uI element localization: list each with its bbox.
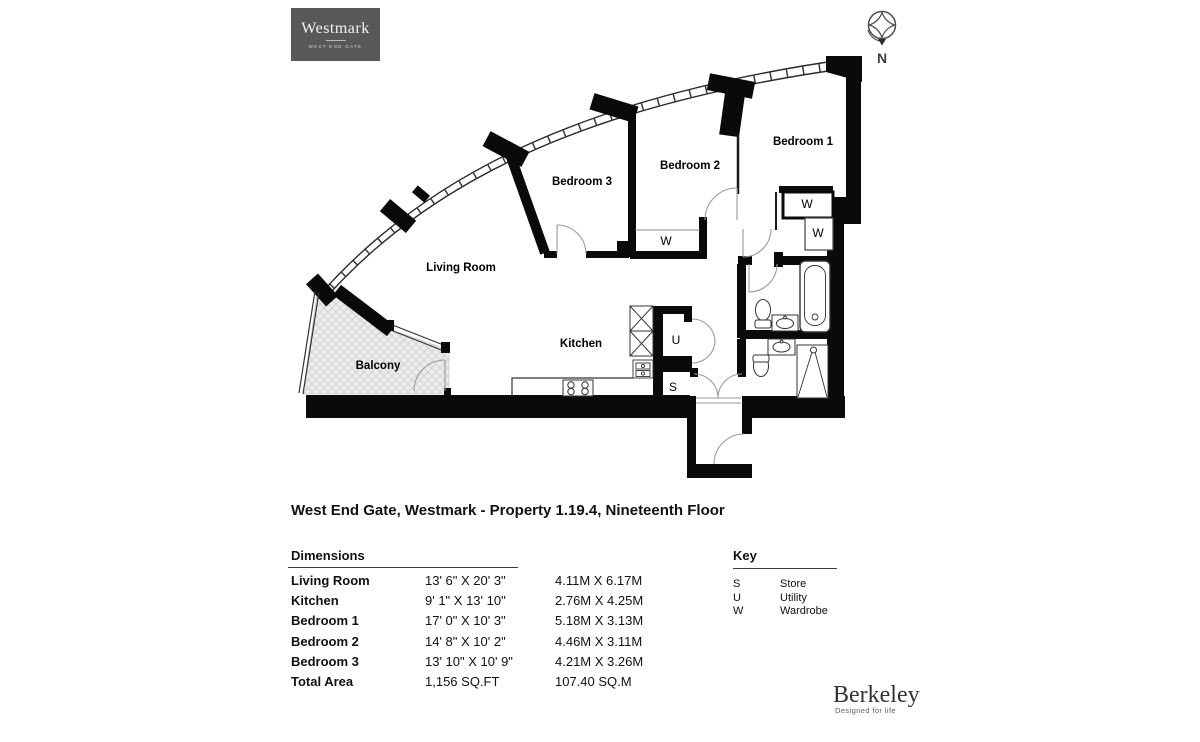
room-label-bedroom3: Bedroom 3: [551, 176, 613, 188]
marker-wardrobe-bedroom1b: W: [812, 226, 824, 240]
kitchen-counter: [511, 377, 633, 395]
balcony-railing: [298, 290, 447, 395]
marker-utility: U: [671, 333, 681, 347]
row-room: Bedroom 3: [291, 653, 359, 669]
key-legend: Key S Store U Utility W Wardrobe: [733, 548, 853, 619]
diagonal-walls: [333, 155, 550, 337]
key-code: W: [733, 605, 744, 618]
berkeley-logo-name: Berkeley: [833, 682, 920, 708]
row-metric: 2.76M X 4.25M: [555, 593, 644, 609]
floor-plan: Bedroom 1 Bedroom 2 Bedroom 3 Living Roo…: [280, 50, 880, 490]
row-imperial: 13' 6" X 20' 3": [425, 573, 506, 588]
compass-icon: [867, 10, 897, 46]
row-metric: 4.21M X 3.26M: [555, 653, 644, 669]
basin2-icon: [767, 338, 796, 356]
tall-units-icon: [629, 305, 654, 357]
table-row: Kitchen 9' 1" X 13' 10" 2.76M X 4.25M: [288, 591, 658, 611]
room-label-kitchen: Kitchen: [559, 338, 603, 350]
marker-wardrobe-bedroom2: W: [660, 234, 672, 248]
westmark-logo-subtitle: WEST END GATE: [308, 44, 363, 49]
berkeley-logo-tagline: Designed for life: [835, 706, 896, 715]
room-label-balcony: Balcony: [355, 360, 401, 372]
row-room: Living Room: [291, 573, 370, 588]
row-imperial: 17' 0" X 10' 3": [425, 613, 506, 629]
table-row: Bedroom 2 14' 8" X 10' 2" 4.46M X 3.11M: [288, 632, 658, 652]
wardrobe-boxes: [781, 190, 835, 251]
key-item: W Wardrobe: [733, 605, 853, 619]
key-item: U Utility: [733, 592, 853, 606]
table-row: Bedroom 3 13' 10" X 10' 9" 4.21M X 3.26M: [288, 652, 658, 672]
compass-north-label: N: [876, 50, 888, 66]
table-row: Living Room 13' 6" X 20' 3" 4.11M X 6.17…: [288, 571, 658, 591]
row-imperial: 14' 8" X 10' 2": [425, 633, 506, 649]
row-imperial: 13' 10" X 10' 9": [425, 653, 513, 669]
westmark-logo: Westmark WEST END GATE: [291, 8, 380, 61]
key-label: Wardrobe: [780, 605, 828, 618]
table-row: Bedroom 1 17' 0" X 10' 3" 5.18M X 3.13M: [288, 611, 658, 631]
room-label-living-room: Living Room: [426, 262, 496, 274]
row-imperial: 9' 1" X 13' 10": [425, 593, 506, 609]
row-metric: 4.11M X 6.17M: [555, 573, 643, 588]
hob-icon: [562, 379, 594, 397]
westmark-logo-name: Westmark: [301, 20, 370, 37]
row-room: Bedroom 1: [291, 613, 359, 629]
key-code: U: [733, 591, 741, 604]
key-item: S Store: [733, 578, 853, 592]
room-label-bedroom2: Bedroom 2: [659, 160, 721, 172]
row-room: Kitchen: [291, 593, 339, 609]
row-metric: 4.46M X 3.11M: [555, 633, 643, 649]
page-title: West End Gate, Westmark - Property 1.19.…: [291, 502, 725, 519]
toilet-icon: [754, 299, 772, 329]
key-code: S: [733, 578, 741, 590]
room-label-bedroom1: Bedroom 1: [772, 136, 834, 148]
door-arcs: [413, 187, 778, 465]
row-room: Total Area: [291, 674, 354, 690]
row-imperial: 1,156 SQ.FT: [425, 674, 500, 690]
row-metric: 107.40 SQ.M: [555, 674, 632, 690]
shower-icon: [796, 344, 829, 399]
marker-store: S: [668, 380, 678, 394]
basin-icon: [771, 314, 799, 332]
toilet2-icon: [752, 354, 770, 377]
dimensions-heading: Dimensions: [291, 548, 365, 563]
key-underline: [733, 568, 837, 569]
thin-partitions: [635, 135, 777, 231]
floorplan-drawing: [298, 56, 862, 478]
dimensions-table: Dimensions Living Room 13' 6" X 20' 3" 4…: [288, 548, 658, 692]
table-row-total: Total Area 1,156 SQ.FT 107.40 SQ.M: [288, 672, 658, 692]
row-metric: 5.18M X 3.13M: [555, 613, 644, 629]
bath-icon: [799, 260, 831, 333]
marker-wardrobe-bedroom1a: W: [801, 197, 813, 211]
berkeley-logo: Berkeley Designed for life: [833, 683, 920, 715]
key-heading: Key: [733, 548, 757, 563]
dimensions-underline: [288, 567, 518, 568]
row-room: Bedroom 2: [291, 633, 359, 649]
sink-icon: [632, 359, 654, 379]
key-label: Utility: [780, 591, 807, 604]
logo-divider: [325, 40, 346, 41]
balcony-deck: [302, 289, 450, 395]
key-label: Store: [780, 578, 807, 590]
north-compass: N: [860, 6, 904, 66]
balcony-door-posts: [385, 320, 451, 396]
